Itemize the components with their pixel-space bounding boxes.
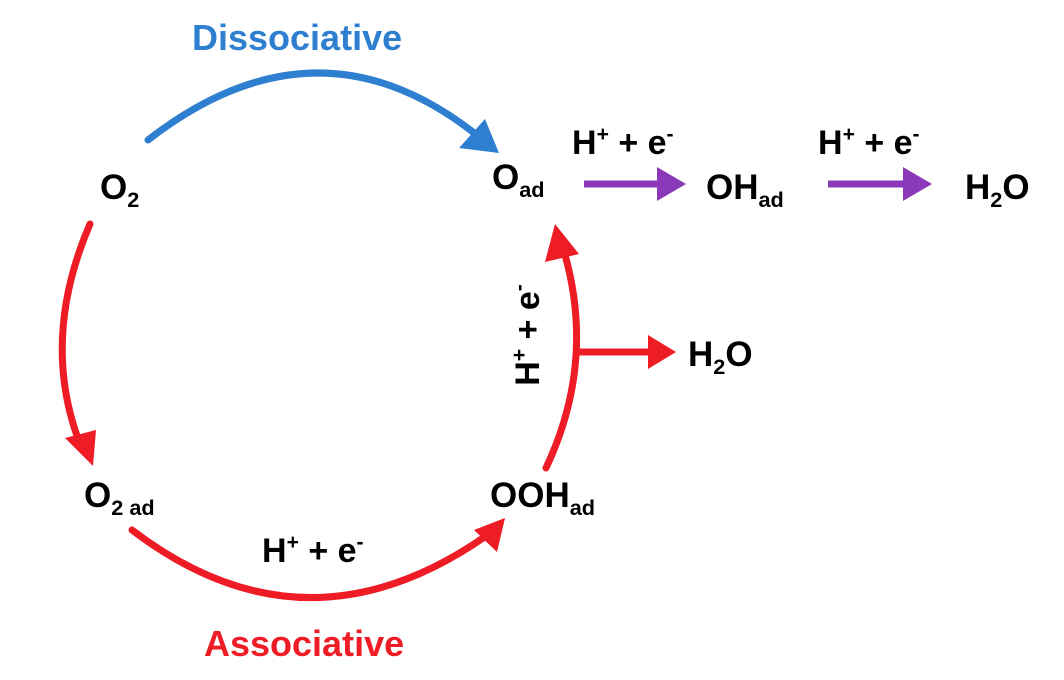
associative-label: Associative xyxy=(204,623,405,664)
species-h2o-final: H2O xyxy=(965,168,1030,213)
o2ad-to-oohad-arrow xyxy=(128,526,490,601)
step-label-ohad-to-h2o: H+ + e- xyxy=(818,122,920,162)
ohad-to-h2o-arrowhead xyxy=(903,167,932,201)
oohad-to-oad-arrow xyxy=(542,244,581,472)
species-o-ad: Oad xyxy=(492,158,545,203)
o2ad-to-oohad-arrowhead xyxy=(474,518,505,552)
o2-to-o2ad-arrowhead xyxy=(65,430,96,466)
step-label-oohad-to-oad: H+ + e- xyxy=(507,284,547,386)
step-label-oad-to-ohad: H+ + e- xyxy=(572,122,674,162)
species-o2: O2 xyxy=(100,168,140,213)
h2o-release-arrowhead xyxy=(648,335,676,369)
o2-to-o2ad-arrow xyxy=(58,220,94,448)
step-label-o2ad-to-oohad: H+ + e- xyxy=(262,530,364,570)
species-ooh-ad: OOHad xyxy=(490,476,596,521)
species-o2-ad: O2 ad xyxy=(84,476,155,521)
dissociative-arrowhead xyxy=(459,119,499,153)
oad-to-ohad-arrowhead xyxy=(657,167,686,201)
dissociative-arrow xyxy=(144,69,482,144)
oohad-to-oad-arrowhead xyxy=(545,224,579,262)
species-oh-ad: OHad xyxy=(706,168,784,213)
species-h2o-branch: H2O xyxy=(688,335,753,380)
dissociative-label: Dissociative xyxy=(192,17,403,58)
